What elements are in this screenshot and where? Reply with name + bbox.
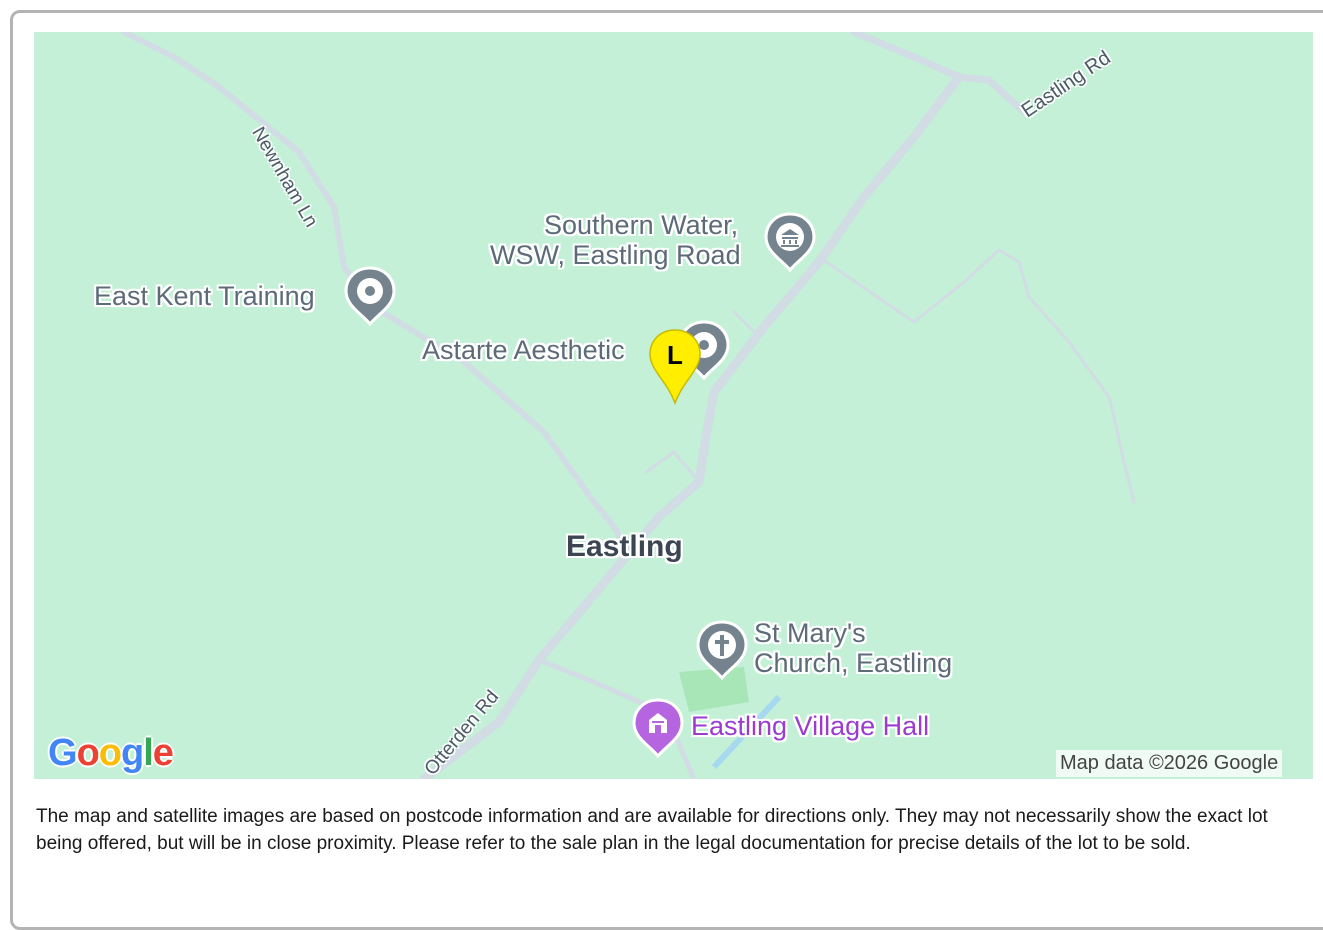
map-view[interactable]: Newnham Ln Eastling Rd Otterden Rd South… xyxy=(34,32,1313,779)
stream xyxy=(711,694,782,770)
map-attribution[interactable]: Map data ©2026 Google xyxy=(1056,750,1283,777)
marker-letter: L xyxy=(667,340,683,370)
place-label-st-marys-2: Church, Eastling xyxy=(754,648,953,678)
park-area xyxy=(679,667,749,712)
place-label-east-kent-training: East Kent Training xyxy=(94,281,315,311)
google-logo-letter: l xyxy=(143,732,154,774)
church-pin-icon[interactable] xyxy=(694,618,750,680)
landmark-pin-icon[interactable] xyxy=(762,210,818,272)
place-label-southern-water-1: Southern Water, xyxy=(544,210,739,240)
place-label-astarte: Astarte Aesthetic xyxy=(422,335,625,365)
map-disclaimer: The map and satellite images are based o… xyxy=(36,806,1268,854)
location-marker-icon[interactable]: L xyxy=(647,327,703,407)
town-label: Eastling xyxy=(566,530,683,563)
place-label-village-hall: Eastling Village Hall xyxy=(691,711,930,741)
place-label-st-marys-1: St Mary's xyxy=(754,618,866,648)
place-pin-icon[interactable] xyxy=(342,264,398,326)
place-label-southern-water-2: WSW, Eastling Road xyxy=(490,240,741,270)
google-logo[interactable]: Google xyxy=(48,732,174,775)
google-logo-letter: o xyxy=(98,732,122,774)
google-logo-letter: g xyxy=(121,732,144,774)
village-hall-pin-icon[interactable] xyxy=(630,696,686,758)
google-logo-letter: G xyxy=(48,732,78,774)
google-logo-letter: e xyxy=(152,732,174,774)
google-logo-letter: o xyxy=(76,732,100,774)
